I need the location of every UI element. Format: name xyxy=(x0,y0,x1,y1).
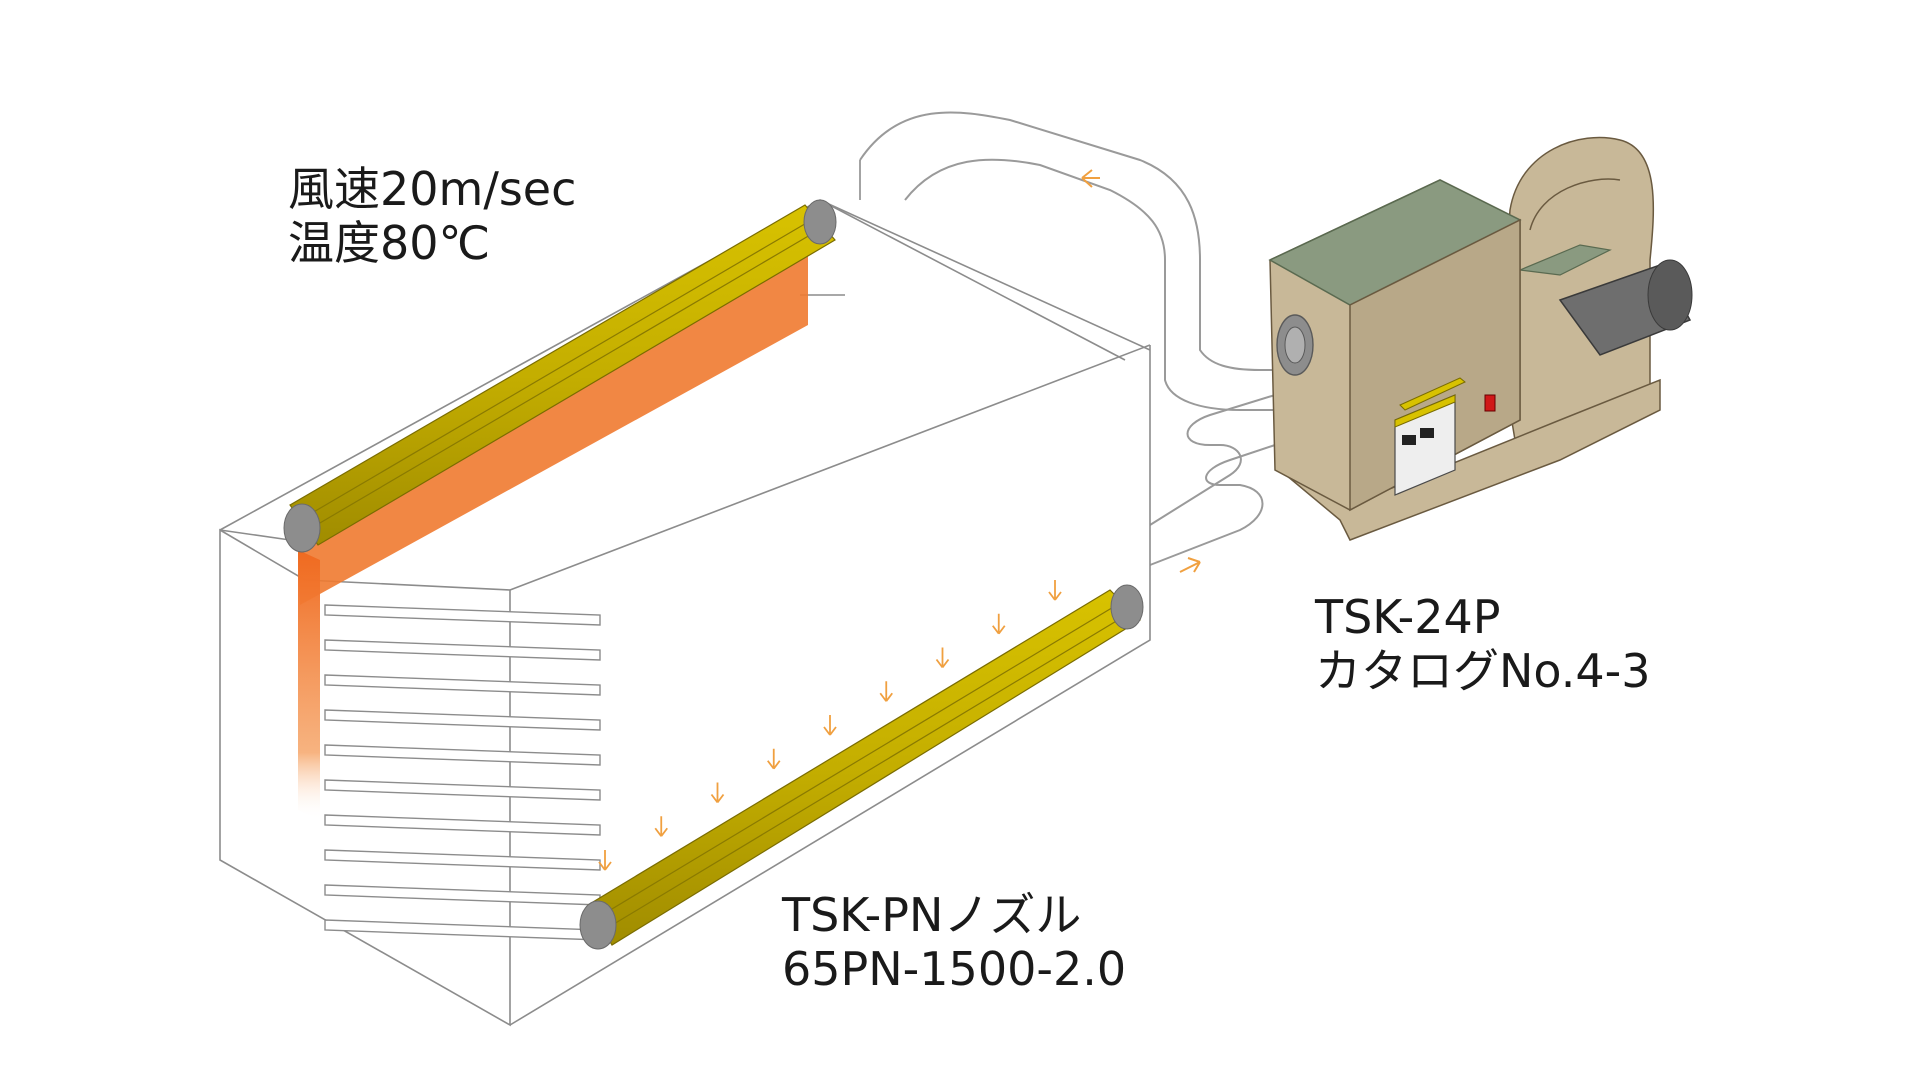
arrow-down-icon xyxy=(992,613,1006,635)
arrow-left-icon xyxy=(1081,169,1100,188)
blower-model-text: TSK-24P xyxy=(1315,590,1501,644)
arrow-down-icon xyxy=(767,748,781,770)
blower-label: TSK-24P カタログNo.4-3 xyxy=(1315,590,1651,698)
nozzle-label: TSK-PNノズル 65PN-1500-2.0 xyxy=(782,888,1126,996)
arrow-right-icon xyxy=(1179,557,1201,573)
heat-curtain-front xyxy=(298,550,320,820)
blower-catalog-text: カタログNo.4-3 xyxy=(1315,644,1651,698)
top-nozzle xyxy=(283,199,837,553)
air-speed-text: 風速20m/sec xyxy=(288,162,577,216)
nozzle-name-text: TSK-PNノズル xyxy=(782,888,1082,942)
heat-curtain-top xyxy=(298,255,808,605)
return-duct xyxy=(859,111,1290,411)
motor-end-icon xyxy=(1647,259,1693,331)
display-icon xyxy=(1420,428,1434,438)
blower-machine xyxy=(1268,136,1693,541)
nozzle-cap-icon xyxy=(579,900,617,950)
air-temperature-text: 温度80℃ xyxy=(288,216,491,270)
arrow-down-icon xyxy=(1048,580,1062,601)
nozzle-cap-icon xyxy=(283,503,321,553)
bottom-nozzle xyxy=(579,584,1144,950)
arrow-down-icon xyxy=(654,816,668,837)
power-switch-icon xyxy=(1484,394,1496,412)
arrow-down-icon xyxy=(879,681,893,702)
stacked-sheets xyxy=(324,604,601,941)
arrow-down-icon xyxy=(598,850,612,871)
supply-duct xyxy=(1149,394,1276,566)
air-condition-label: 風速20m/sec 温度80℃ xyxy=(288,162,576,270)
nozzle-model-text: 65PN-1500-2.0 xyxy=(782,942,1127,996)
nozzle-cap-icon xyxy=(803,199,837,245)
arrow-down-icon xyxy=(710,782,725,804)
nozzle-cap-icon xyxy=(1110,584,1144,630)
display-icon xyxy=(1402,435,1416,445)
nozzle-jet-arrows xyxy=(598,580,1062,871)
arrow-down-icon xyxy=(823,715,837,736)
arrow-down-icon xyxy=(935,647,950,669)
